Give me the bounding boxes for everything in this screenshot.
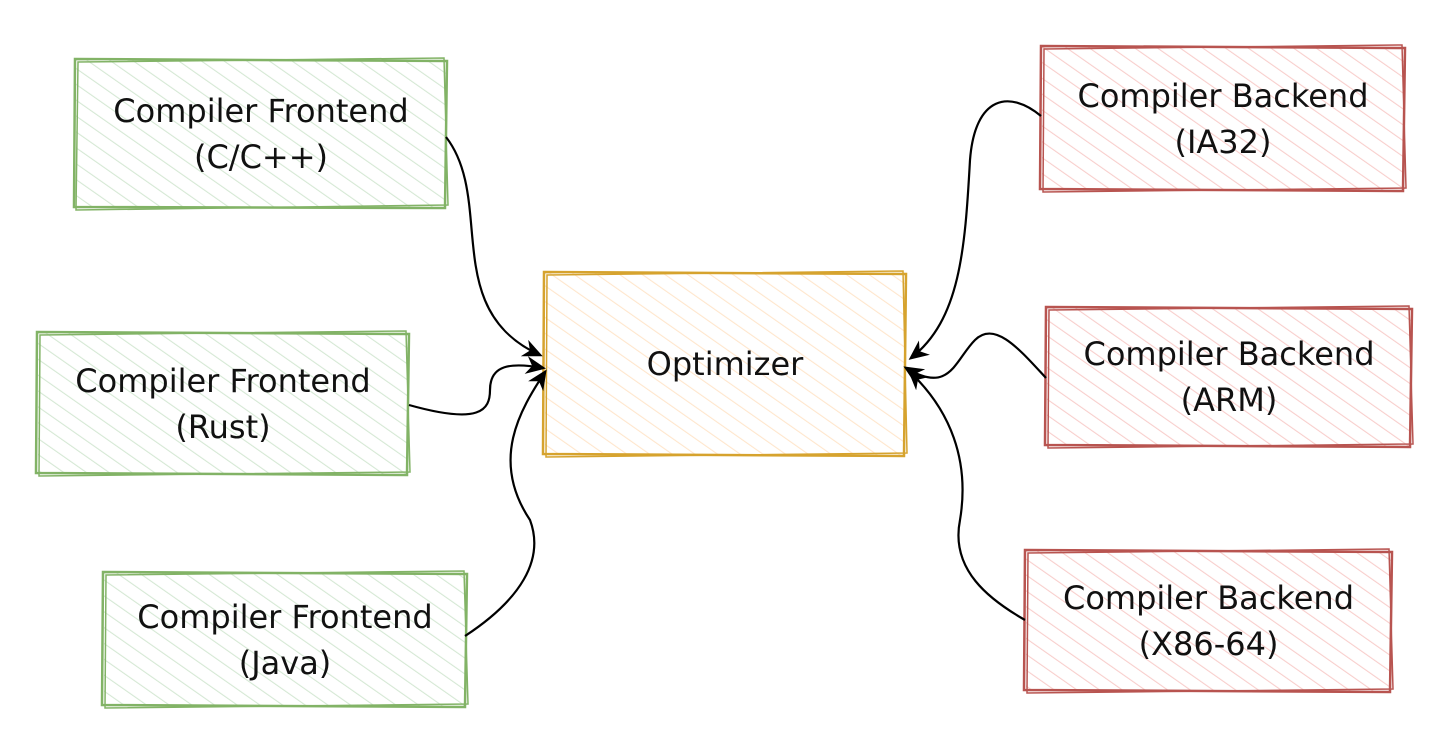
- frontend-label-rust: Compiler Frontend (Rust): [38, 333, 408, 474]
- backend-target: (X86-64): [1138, 625, 1279, 663]
- frontend-language: (Java): [238, 643, 332, 682]
- frontend-title: Compiler Frontend: [113, 91, 409, 130]
- backend-title: Compiler Backend: [1077, 76, 1369, 115]
- arrow-frontend-c-cpp-to-optimizer: [445, 136, 543, 357]
- optimizer-box: [541, 270, 908, 458]
- frontend-title: Compiler Frontend: [75, 361, 371, 400]
- optimizer-label: Optimizer: [545, 273, 905, 455]
- arrow-backend-ia32-to-optimizer: [908, 100, 1042, 360]
- frontend-title: Compiler Frontend: [137, 597, 433, 636]
- backend-target: (ARM): [1180, 381, 1278, 419]
- frontend-box-rust: [34, 330, 411, 477]
- backend-title: Compiler Backend: [1083, 335, 1375, 373]
- optimizer-title: Optimizer: [646, 345, 804, 383]
- backend-label-x86-64: Compiler Backend (X86-64): [1026, 551, 1391, 691]
- frontend-label-java: Compiler Frontend (Java): [104, 573, 466, 706]
- frontend-language: (Rust): [175, 407, 271, 446]
- backend-label-ia32: Compiler Backend (IA32): [1042, 47, 1404, 190]
- backend-target: (IA32): [1174, 122, 1272, 161]
- backend-box-x86-64: [1022, 548, 1394, 694]
- backend-label-arm: Compiler Backend (ARM): [1047, 308, 1411, 446]
- frontend-box-java: [100, 570, 469, 709]
- frontend-box-c-cpp: [72, 57, 449, 211]
- backend-box-arm: [1043, 305, 1414, 449]
- frontend-label-c-cpp: Compiler Frontend (C/C++): [76, 60, 446, 207]
- backend-title: Compiler Backend: [1062, 579, 1355, 617]
- arrow-frontend-java-to-optimizer: [464, 369, 547, 637]
- arrow-backend-x86-64-to-optimizer: [907, 369, 1026, 621]
- backend-box-ia32: [1038, 44, 1407, 193]
- frontend-language: (C/C++): [193, 137, 329, 176]
- arrow-frontend-rust-to-optimizer: [408, 356, 546, 416]
- arrow-backend-arm-to-optimizer: [903, 332, 1047, 385]
